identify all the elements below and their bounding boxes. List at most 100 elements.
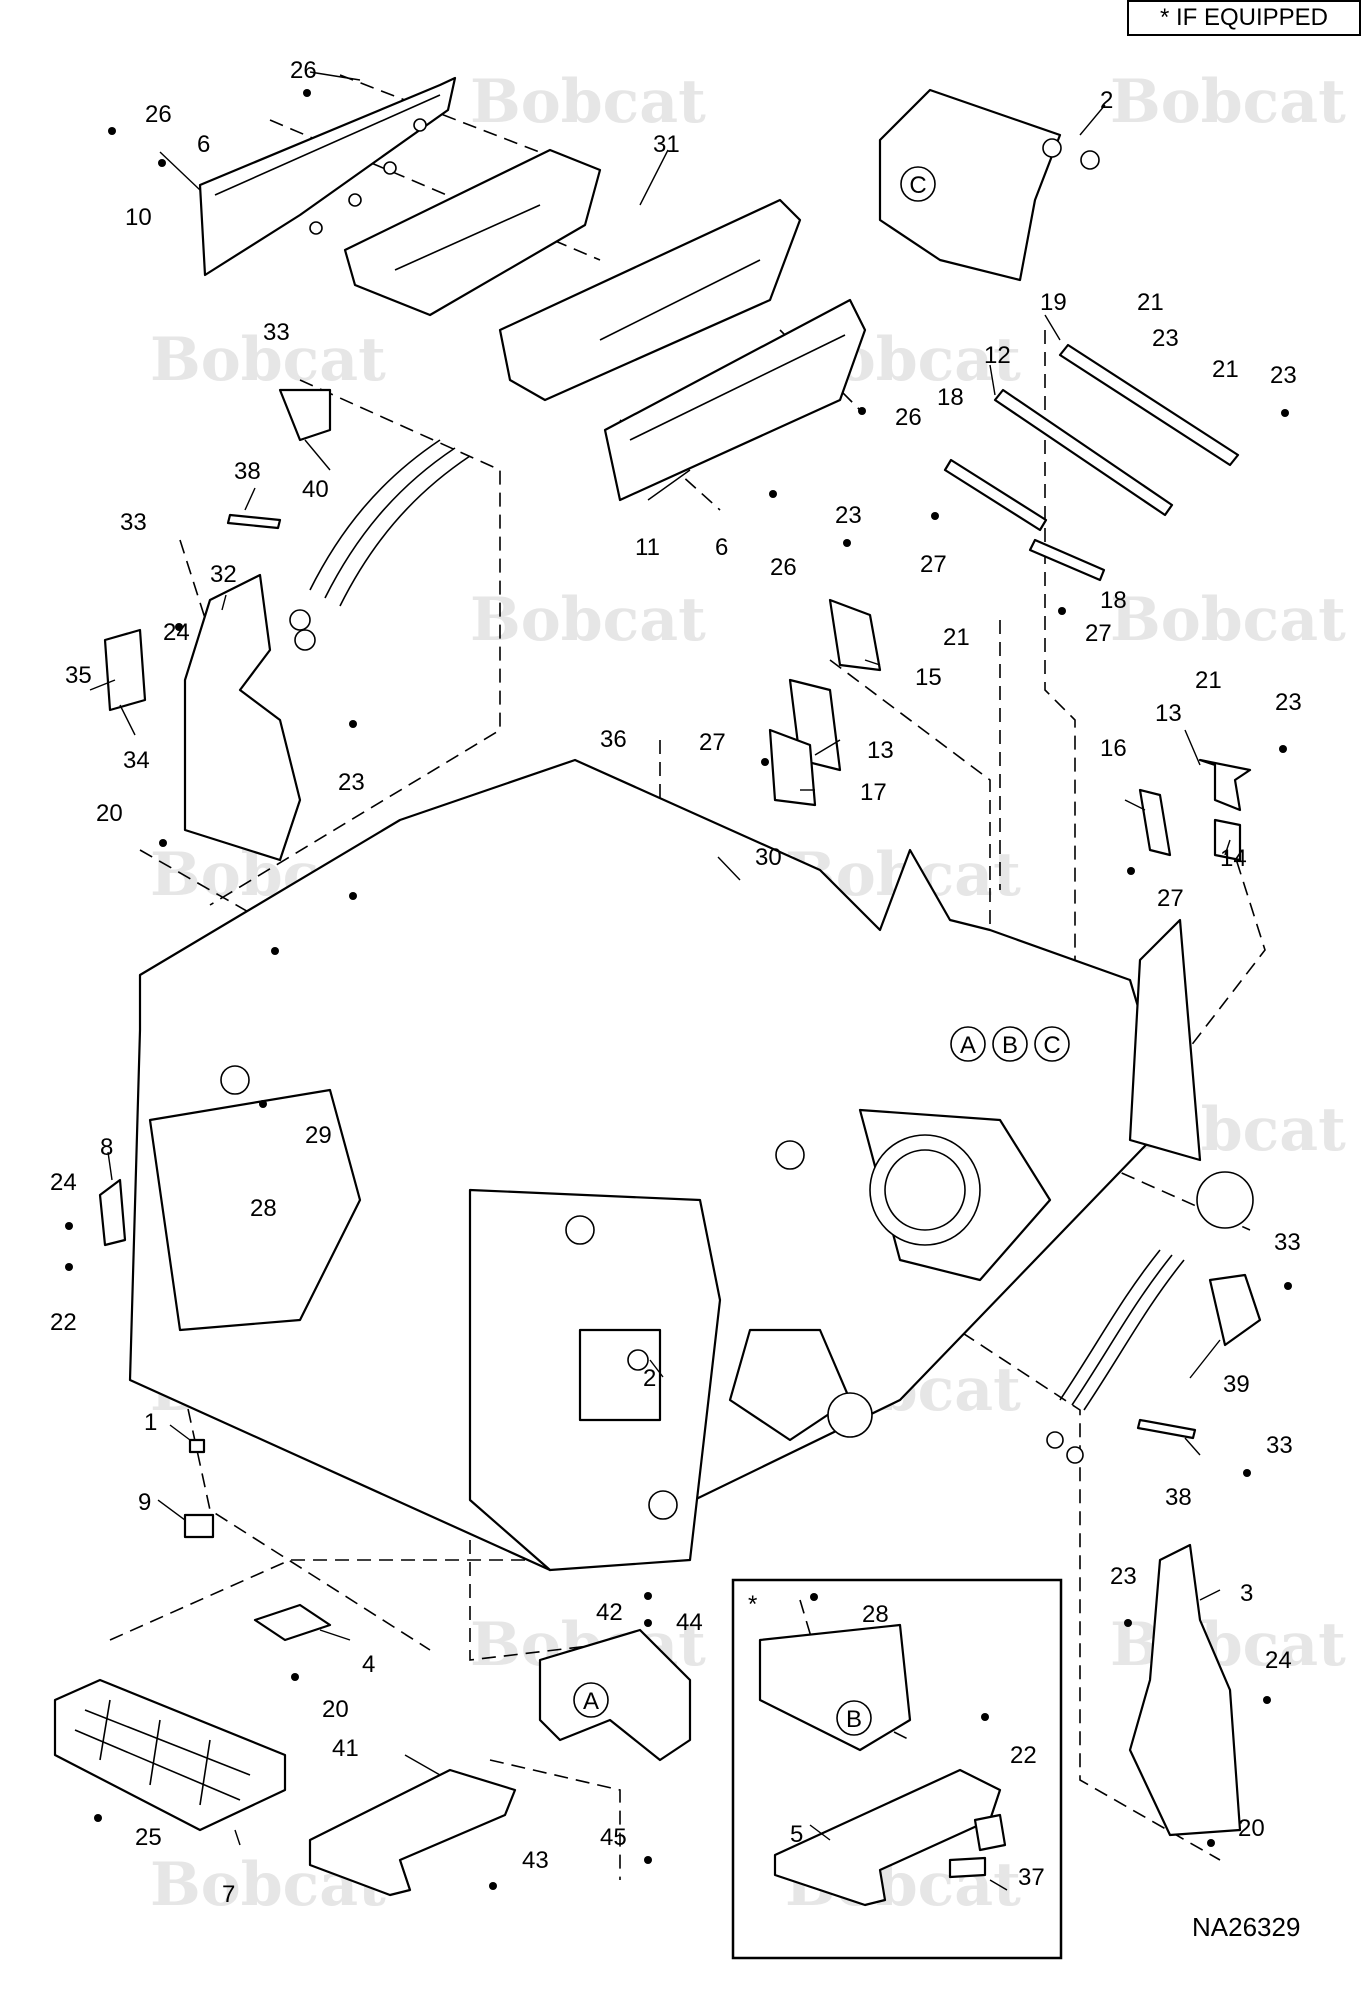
callout-38: 38 [234, 458, 261, 485]
callout-33: 33 [263, 319, 290, 346]
callout-15: 15 [915, 664, 942, 691]
inset-asterisk: * [748, 1591, 757, 1618]
part-41-plate [308, 1768, 517, 1897]
callout-24: 24 [163, 619, 190, 646]
callout-10: 10 [125, 204, 152, 231]
detail-circle-c [900, 166, 936, 202]
part-32-cover [183, 573, 302, 862]
callout-32: 32 [210, 561, 237, 588]
callout-40: 40 [302, 476, 329, 503]
callout-2: 2 [643, 1365, 656, 1392]
callout-31: 31 [653, 131, 680, 158]
callout-39: 39 [1223, 1371, 1250, 1398]
callout-28: 28 [250, 1195, 277, 1222]
callout-27: 27 [1085, 620, 1112, 647]
callout-27: 27 [1157, 885, 1184, 912]
callout-22: 22 [1010, 1742, 1037, 1769]
watermark-text: Bobcat [1110, 1610, 1346, 1680]
callout-21: 21 [1137, 289, 1164, 316]
callout-34: 34 [123, 747, 150, 774]
detail-circles: C A B C A B [573, 166, 1070, 1736]
callout-leaders [89, 71, 1231, 1891]
watermark-text: Bobcat [470, 67, 706, 137]
part-10-panel [198, 76, 457, 277]
callout-22: 22 [50, 1309, 77, 1336]
callout-19: 19 [1040, 289, 1067, 316]
callout-7: 7 [222, 1881, 235, 1908]
detail-letter-a: A [960, 1032, 976, 1059]
callout-20: 20 [1238, 1815, 1265, 1842]
detail-letter-a: A [583, 1688, 599, 1715]
callout-26: 26 [290, 57, 317, 84]
part-8-bracket [98, 1178, 127, 1247]
callout-4: 4 [362, 1651, 375, 1678]
callout-6: 6 [197, 131, 210, 158]
callout-11: 11 [635, 534, 660, 561]
callout-27: 27 [699, 729, 726, 756]
callout-5: 5 [790, 1821, 803, 1848]
figure-id: NA26329 [1192, 1912, 1301, 1942]
part-11-rail [603, 298, 867, 502]
detail-circle-b [992, 1026, 1028, 1062]
part-9-decal [183, 1513, 215, 1539]
callout-36: 36 [600, 726, 627, 753]
if-equipped-note: * IF EQUIPPED [1127, 0, 1361, 36]
hardware-fasteners [65, 89, 1292, 1890]
callout-29: 29 [305, 1122, 332, 1149]
part-13-15-17-brackets [768, 598, 882, 807]
callout-30: 30 [755, 844, 782, 871]
callout-3: 3 [1240, 1580, 1253, 1607]
callout-12: 12 [984, 342, 1011, 369]
detail-circle-c [1034, 1026, 1070, 1062]
callout-13: 13 [1155, 700, 1182, 727]
hydraulic-lines-lower [1046, 1249, 1262, 1464]
callout-38: 38 [1165, 1484, 1192, 1511]
part-31-panel-left [343, 148, 602, 317]
callout-23: 23 [1275, 689, 1302, 716]
callout-20: 20 [322, 1696, 349, 1723]
callout-2: 2 [1100, 87, 1113, 114]
callout-6: 6 [715, 534, 728, 561]
callout-13: 13 [867, 737, 894, 764]
detail-circle-a [573, 1682, 609, 1718]
detail-letter-b: B [846, 1706, 862, 1733]
callout-21: 21 [1212, 356, 1239, 383]
callout-23: 23 [1152, 325, 1179, 352]
watermark-text: Bobcat [1110, 585, 1346, 655]
part-4-plate [253, 1603, 332, 1642]
callout-33: 33 [1274, 1229, 1301, 1256]
callout-41: 41 [332, 1735, 359, 1762]
callout-23: 23 [1270, 362, 1297, 389]
watermark-text: Bobcat [150, 325, 386, 395]
callout-42: 42 [596, 1599, 623, 1626]
callout-35: 35 [65, 662, 92, 689]
callout-18: 18 [937, 384, 964, 411]
callout-24: 24 [50, 1169, 77, 1196]
callout-21: 21 [943, 624, 970, 651]
callout-numbers: 26 26 6 10 31 2 19 21 23 12 21 23 18 26 … [50, 57, 1302, 1908]
detail-circle-a [950, 1026, 986, 1062]
callout-20: 20 [96, 800, 123, 827]
detail-letter-b: B [1002, 1032, 1018, 1059]
detail-letter-c: C [1043, 1032, 1060, 1059]
callout-16: 16 [1100, 735, 1127, 762]
part-34-bracket [103, 628, 147, 712]
detail-letter-c: C [909, 172, 926, 199]
callout-23: 23 [1110, 1563, 1137, 1590]
part-31-panel-right [498, 198, 802, 402]
callout-28: 28 [862, 1601, 889, 1628]
callout-9: 9 [138, 1489, 151, 1516]
callout-23: 23 [338, 769, 365, 796]
callout-26: 26 [145, 101, 172, 128]
callout-8: 8 [100, 1134, 113, 1161]
detail-circle-b [836, 1700, 872, 1736]
callout-14: 14 [1220, 845, 1247, 872]
callout-37: 37 [1018, 1864, 1045, 1891]
callout-1: 1 [144, 1409, 157, 1436]
callout-33: 33 [1266, 1432, 1293, 1459]
part-12-19-18-brackets [943, 343, 1240, 582]
callout-18: 18 [1100, 587, 1127, 614]
callout-45: 45 [600, 1824, 627, 1851]
callout-43: 43 [522, 1847, 549, 1874]
